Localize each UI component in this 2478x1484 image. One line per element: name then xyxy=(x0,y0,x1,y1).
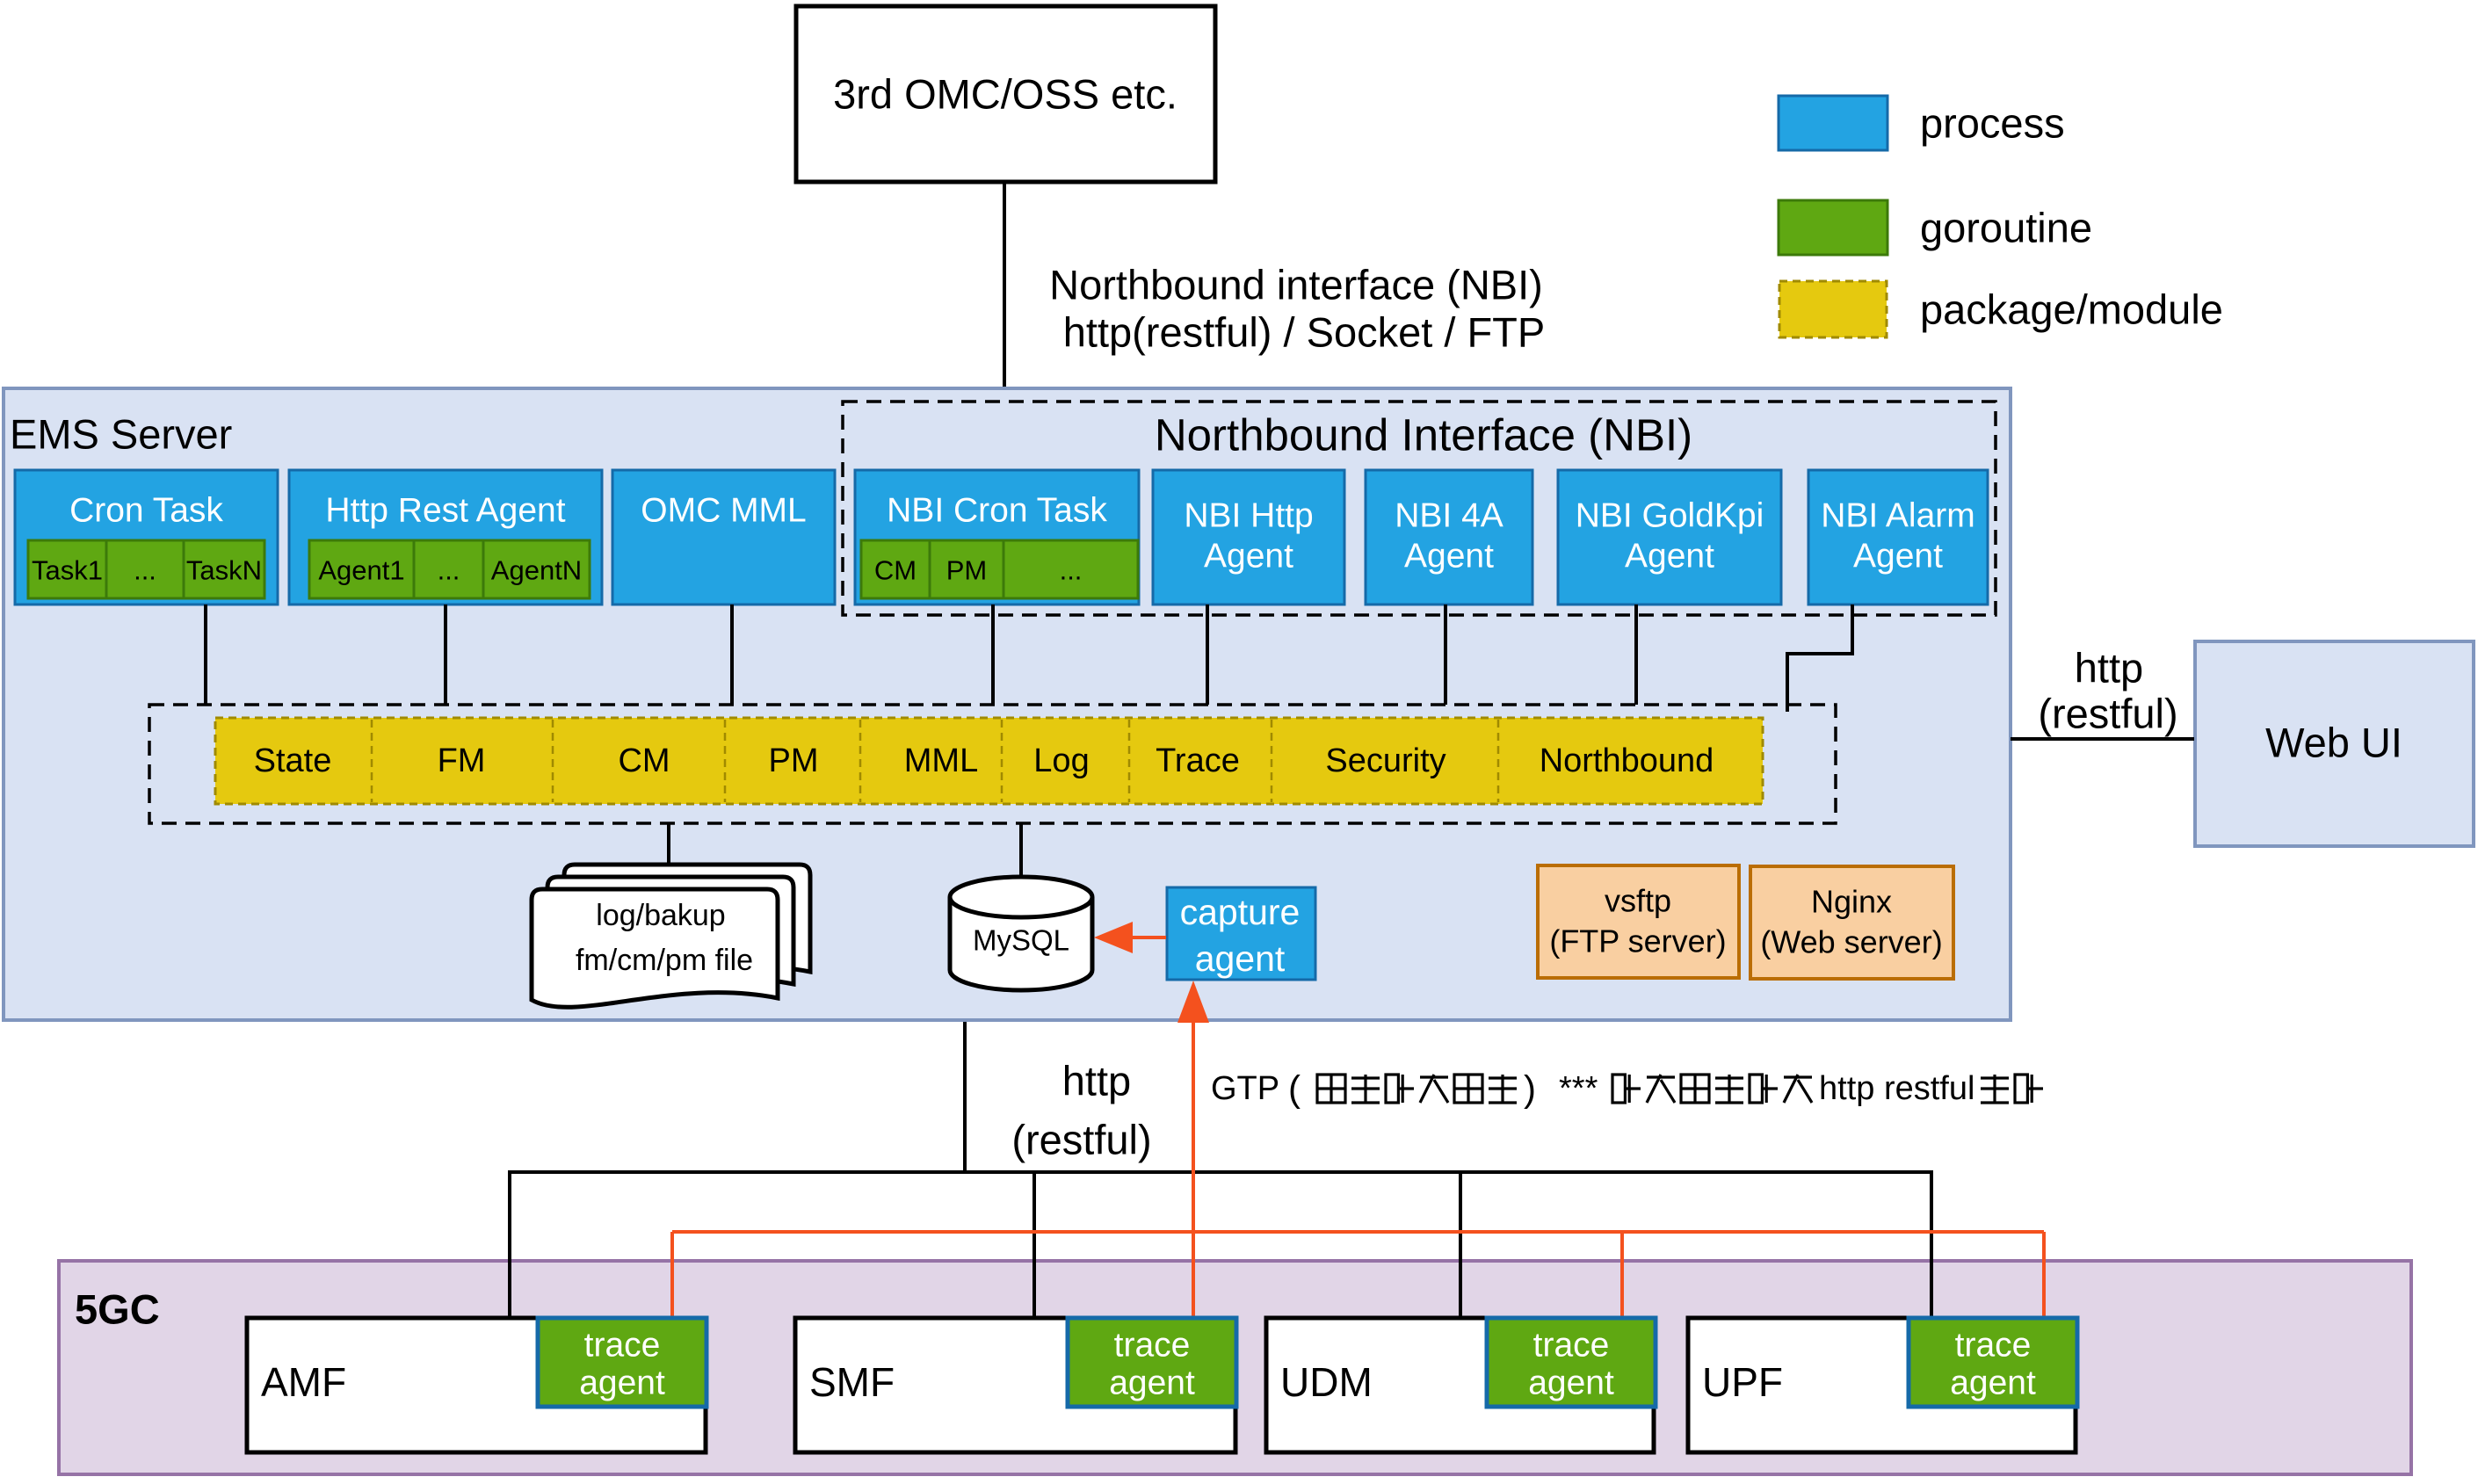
svg-text:AgentN: AgentN xyxy=(491,555,582,586)
svg-text:(restful): (restful) xyxy=(1011,1117,1151,1163)
svg-text:5GC: 5GC xyxy=(75,1286,160,1333)
svg-text:Security: Security xyxy=(1325,742,1446,779)
svg-text:OMC MML: OMC MML xyxy=(641,492,807,530)
svg-text:Agent: Agent xyxy=(1204,538,1293,576)
svg-text:MySQL: MySQL xyxy=(973,924,1069,957)
svg-text:agent: agent xyxy=(1109,1365,1195,1402)
svg-text:): ) xyxy=(1524,1068,1536,1110)
svg-text:trace: trace xyxy=(1114,1327,1191,1365)
svg-text:NBI Http: NBI Http xyxy=(1184,497,1313,535)
svg-text:vsftp: vsftp xyxy=(1605,883,1671,919)
svg-text:Agent: Agent xyxy=(1853,538,1943,576)
svg-text:Log: Log xyxy=(1033,742,1089,779)
svg-text:Trace: Trace xyxy=(1156,742,1240,779)
svg-text:AMF: AMF xyxy=(261,1359,346,1405)
svg-text:Task1: Task1 xyxy=(32,555,103,586)
svg-text:Agent1: Agent1 xyxy=(318,555,404,586)
svg-text:process: process xyxy=(1920,100,2065,147)
svg-text:Cron Task: Cron Task xyxy=(69,492,223,530)
svg-text:Nginx: Nginx xyxy=(1811,884,1892,920)
svg-text:Northbound: Northbound xyxy=(1540,742,1714,779)
svg-text:***: *** xyxy=(1559,1070,1598,1107)
svg-text:TaskN: TaskN xyxy=(186,555,262,586)
svg-text:trace: trace xyxy=(1533,1327,1610,1365)
svg-text:agent: agent xyxy=(579,1365,665,1402)
svg-text:CM: CM xyxy=(618,742,670,779)
svg-text:(restful): (restful) xyxy=(2038,691,2177,737)
svg-text:NBI Cron Task: NBI Cron Task xyxy=(887,492,1107,530)
svg-text:http: http xyxy=(2075,645,2143,691)
svg-text:...: ... xyxy=(438,555,460,586)
svg-text:goroutine: goroutine xyxy=(1920,205,2092,251)
svg-text:Agent: Agent xyxy=(1625,538,1714,576)
svg-text:NBI Alarm: NBI Alarm xyxy=(1821,497,1975,535)
svg-text:http: http xyxy=(1062,1058,1131,1104)
svg-text:CM: CM xyxy=(874,555,917,586)
svg-text:UPF: UPF xyxy=(1702,1359,1783,1405)
svg-text:EMS Server: EMS Server xyxy=(10,411,232,458)
svg-text:log/bakup: log/bakup xyxy=(596,899,725,932)
svg-text:agent: agent xyxy=(1528,1365,1614,1402)
svg-text:NBI GoldKpi: NBI GoldKpi xyxy=(1576,497,1764,535)
svg-text:package/module: package/module xyxy=(1920,286,2223,333)
svg-text:capture: capture xyxy=(1180,892,1301,932)
svg-text:3rd OMC/OSS etc.: 3rd OMC/OSS etc. xyxy=(833,71,1177,118)
svg-text:...: ... xyxy=(1060,555,1083,586)
svg-text:SMF: SMF xyxy=(809,1359,895,1405)
svg-text:Northbound interface (NBI): Northbound interface (NBI) xyxy=(1049,262,1543,308)
svg-text:PM: PM xyxy=(946,555,988,586)
svg-text:fm/cm/pm file: fm/cm/pm file xyxy=(576,944,753,977)
svg-text:(: ( xyxy=(1288,1068,1301,1110)
svg-text:http(restful) / Socket / FTP: http(restful) / Socket / FTP xyxy=(1063,309,1546,356)
svg-text:GTP: GTP xyxy=(1211,1070,1279,1107)
svg-text:NBI 4A: NBI 4A xyxy=(1395,497,1503,535)
svg-text:FM: FM xyxy=(438,742,486,779)
svg-text:http restful: http restful xyxy=(1819,1070,1974,1107)
svg-text:(Web server): (Web server) xyxy=(1760,924,1942,960)
svg-text:agent: agent xyxy=(1950,1365,2036,1402)
svg-text:trace: trace xyxy=(584,1327,661,1365)
svg-text:Northbound Interface (NBI): Northbound Interface (NBI) xyxy=(1155,410,1692,460)
svg-text:agent: agent xyxy=(1195,938,1286,979)
svg-text:State: State xyxy=(254,742,332,779)
svg-text:UDM: UDM xyxy=(1280,1359,1373,1405)
svg-text:Web UI: Web UI xyxy=(2265,720,2402,766)
svg-text:Agent: Agent xyxy=(1404,538,1494,576)
svg-text:MML: MML xyxy=(904,742,978,779)
svg-text:Http Rest Agent: Http Rest Agent xyxy=(325,492,565,530)
svg-text:PM: PM xyxy=(769,742,819,779)
svg-text:(FTP server): (FTP server) xyxy=(1549,923,1726,959)
svg-text:trace: trace xyxy=(1955,1327,2032,1365)
svg-text:...: ... xyxy=(134,555,156,586)
